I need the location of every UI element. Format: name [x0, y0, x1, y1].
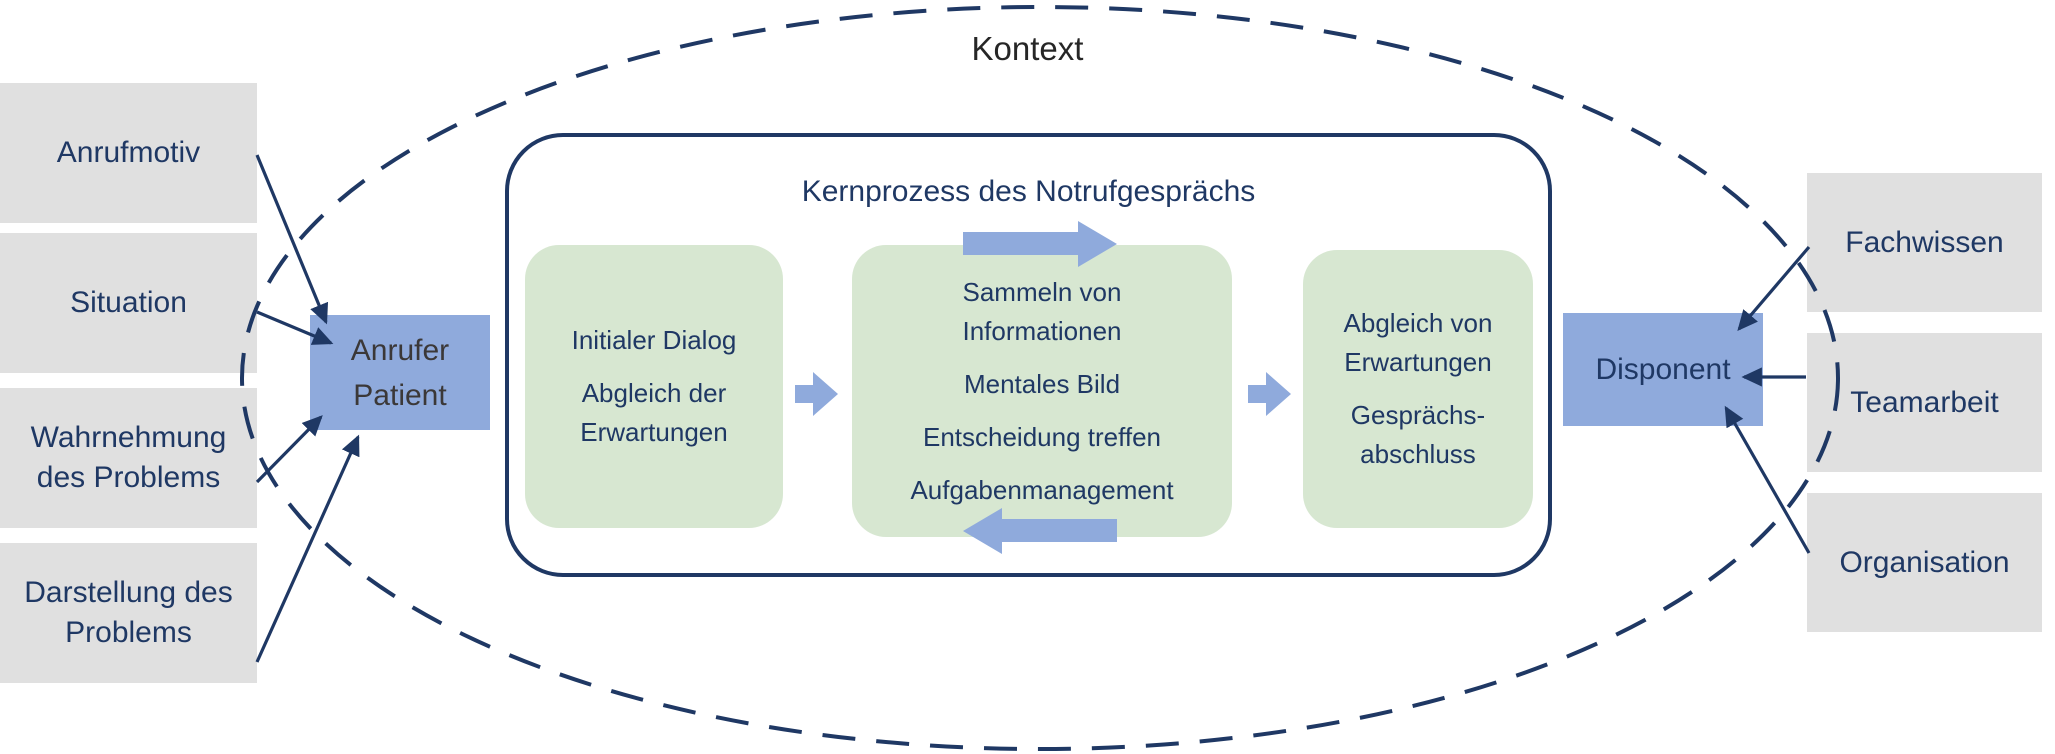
arrow-organisation-to-dispatcher [1724, 405, 1811, 554]
factor-box-darstellung: Darstellung des Problems [0, 543, 257, 683]
step-line-text: Abgleich von [1343, 308, 1493, 338]
step2-to-step3-arrow [1248, 372, 1291, 416]
caller-label-line2: Patient [353, 378, 447, 412]
process-step-abschluss: Abgleich von Erwartungen Gesprächs- absc… [1303, 250, 1533, 528]
factor-label-fachwissen: Fachwissen [1845, 225, 2004, 259]
caller-box: Anrufer Patient [310, 315, 490, 430]
step-line-text: abschluss [1360, 439, 1476, 469]
step-line: Sammeln von Informationen [963, 273, 1122, 351]
factor-label-darstellung: Darstellung des Problems [24, 576, 233, 649]
step-line-text: Erwartungen [1344, 347, 1492, 377]
step-line-text: Gesprächs- [1350, 400, 1486, 430]
step-line-text: Erwartungen [580, 417, 728, 447]
core-process-title: Kernprozess des Notrufgesprächs [801, 175, 1256, 208]
step-line: Abgleich der Erwartungen [580, 374, 727, 452]
factor-label-situation: Situation [70, 286, 187, 320]
step-line: Aufgabenmanagement [910, 474, 1174, 505]
step-line: Initialer Dialog [571, 325, 737, 355]
context-label: Kontext [971, 30, 1084, 67]
core-process-container: Kernprozess des Notrufgesprächs [505, 133, 1552, 577]
arrow-anrufmotiv-to-caller [255, 154, 329, 325]
caller-label-line1: Anrufer [350, 333, 450, 367]
step-line: Mentales Bild [963, 368, 1121, 399]
factor-box-wahrnehmung: Wahrnehmung des Problems [0, 388, 257, 528]
factor-box-anrufmotiv: Anrufmotiv [0, 83, 257, 223]
step-line: Gesprächs- abschluss [1351, 396, 1485, 474]
process-step-informationen: Sammeln von Informationen Mentales Bild … [852, 245, 1232, 537]
process-step-initialer-dialog: Initialer Dialog Abgleich der Erwartunge… [525, 245, 783, 528]
factor-box-teamarbeit: Teamarbeit [1807, 333, 2042, 472]
context-ellipse [240, 5, 1840, 751]
step-line: Abgleich von Erwartungen [1344, 304, 1493, 382]
step-line-text: Sammeln von [962, 276, 1122, 307]
factor-label-teamarbeit: Teamarbeit [1850, 385, 1999, 419]
arrow-fachwissen-to-dispatcher [1737, 245, 1811, 331]
step1-to-step2-arrow [795, 372, 838, 416]
factor-label-organisation: Organisation [1839, 545, 2010, 579]
forward-flow-arrow [963, 221, 1117, 267]
step-line: Entscheidung treffen [922, 421, 1162, 452]
arrow-situation-to-caller [256, 310, 334, 345]
factor-box-organisation: Organisation [1807, 493, 2042, 632]
arrow-wahrnehmung-to-caller [255, 415, 323, 484]
factor-box-situation: Situation [0, 233, 257, 373]
arrow-darstellung-to-caller [255, 434, 360, 663]
step-line-text: Abgleich der [581, 378, 727, 408]
step-line-text: Informationen [962, 315, 1122, 346]
factor-label-wahrnehmung: Wahrnehmung des Problems [30, 421, 227, 494]
dispatcher-label: Disponent [1595, 353, 1731, 386]
backward-flow-arrow [963, 508, 1117, 554]
factor-box-fachwissen: Fachwissen [1807, 173, 2042, 312]
factor-label-anrufmotiv: Anrufmotiv [56, 136, 201, 170]
